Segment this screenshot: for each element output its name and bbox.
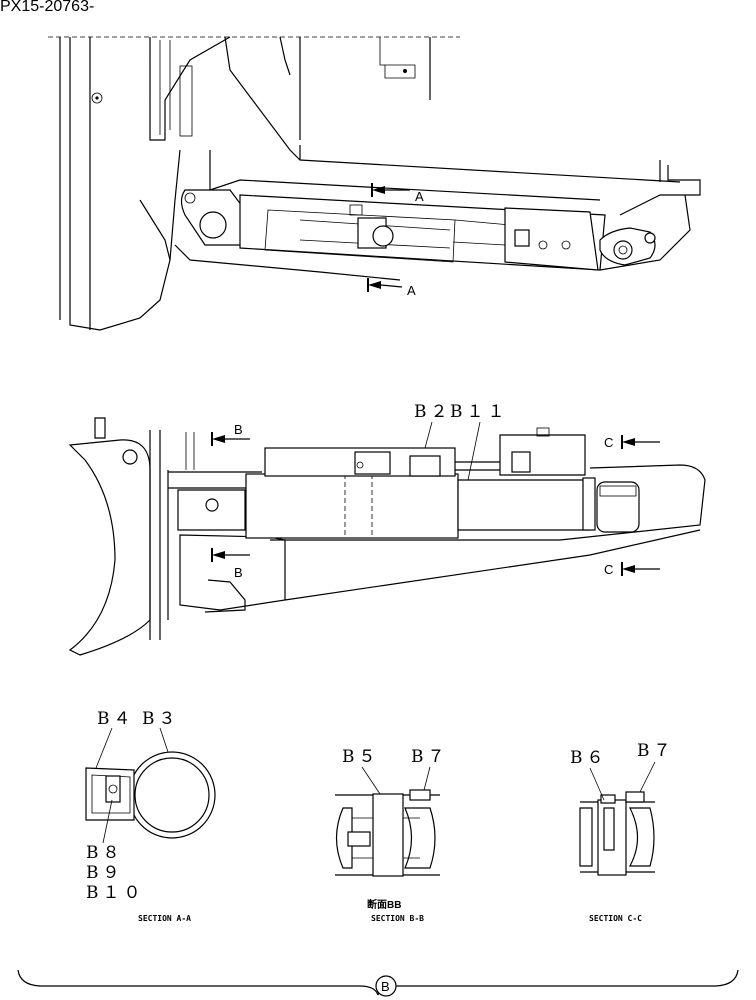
section-arrow-a-upper: A bbox=[415, 189, 424, 204]
group-label: B bbox=[381, 979, 390, 994]
section-bb-title-jp: 断面BB bbox=[367, 898, 401, 911]
section-aa: B４ B３ B８ B９ B１０ SECTION A-A bbox=[85, 709, 216, 923]
callout-b7-cc: B７ bbox=[637, 741, 675, 761]
callout-b5: B５ bbox=[342, 747, 380, 767]
callout-b10: B１０ bbox=[86, 883, 145, 903]
group-brace: B bbox=[17, 969, 739, 997]
callout-b9: B９ bbox=[86, 863, 124, 883]
section-arrow-b-upper: B bbox=[234, 422, 243, 437]
callout-b6: B６ bbox=[570, 748, 608, 768]
middle-view: B２ B１１ B B C C bbox=[68, 402, 706, 656]
section-arrow-a-lower: A bbox=[407, 283, 416, 298]
section-cc: B６ B７ SECTION C-C bbox=[570, 741, 675, 923]
callout-b2: B２ bbox=[414, 402, 452, 422]
section-aa-title: SECTION A-A bbox=[138, 914, 191, 923]
callout-b11: B１１ bbox=[450, 402, 509, 422]
callout-b8: B８ bbox=[86, 843, 124, 863]
section-arrow-c-upper: C bbox=[604, 435, 613, 450]
callout-b7: B７ bbox=[411, 747, 449, 767]
document-id: PX15-20763- bbox=[0, 0, 95, 15]
section-arrow-b-lower: B bbox=[234, 565, 243, 580]
section-cc-title: SECTION C-C bbox=[589, 914, 642, 923]
section-bb-title: SECTION B-B bbox=[371, 914, 424, 923]
callout-b4: B４ bbox=[97, 709, 135, 729]
section-arrow-c-lower: C bbox=[604, 562, 613, 577]
callout-b3: B３ bbox=[142, 709, 180, 729]
top-view: A A bbox=[48, 36, 701, 331]
section-bb: B５ B７ 断面BB SECTION B-B bbox=[335, 747, 449, 923]
